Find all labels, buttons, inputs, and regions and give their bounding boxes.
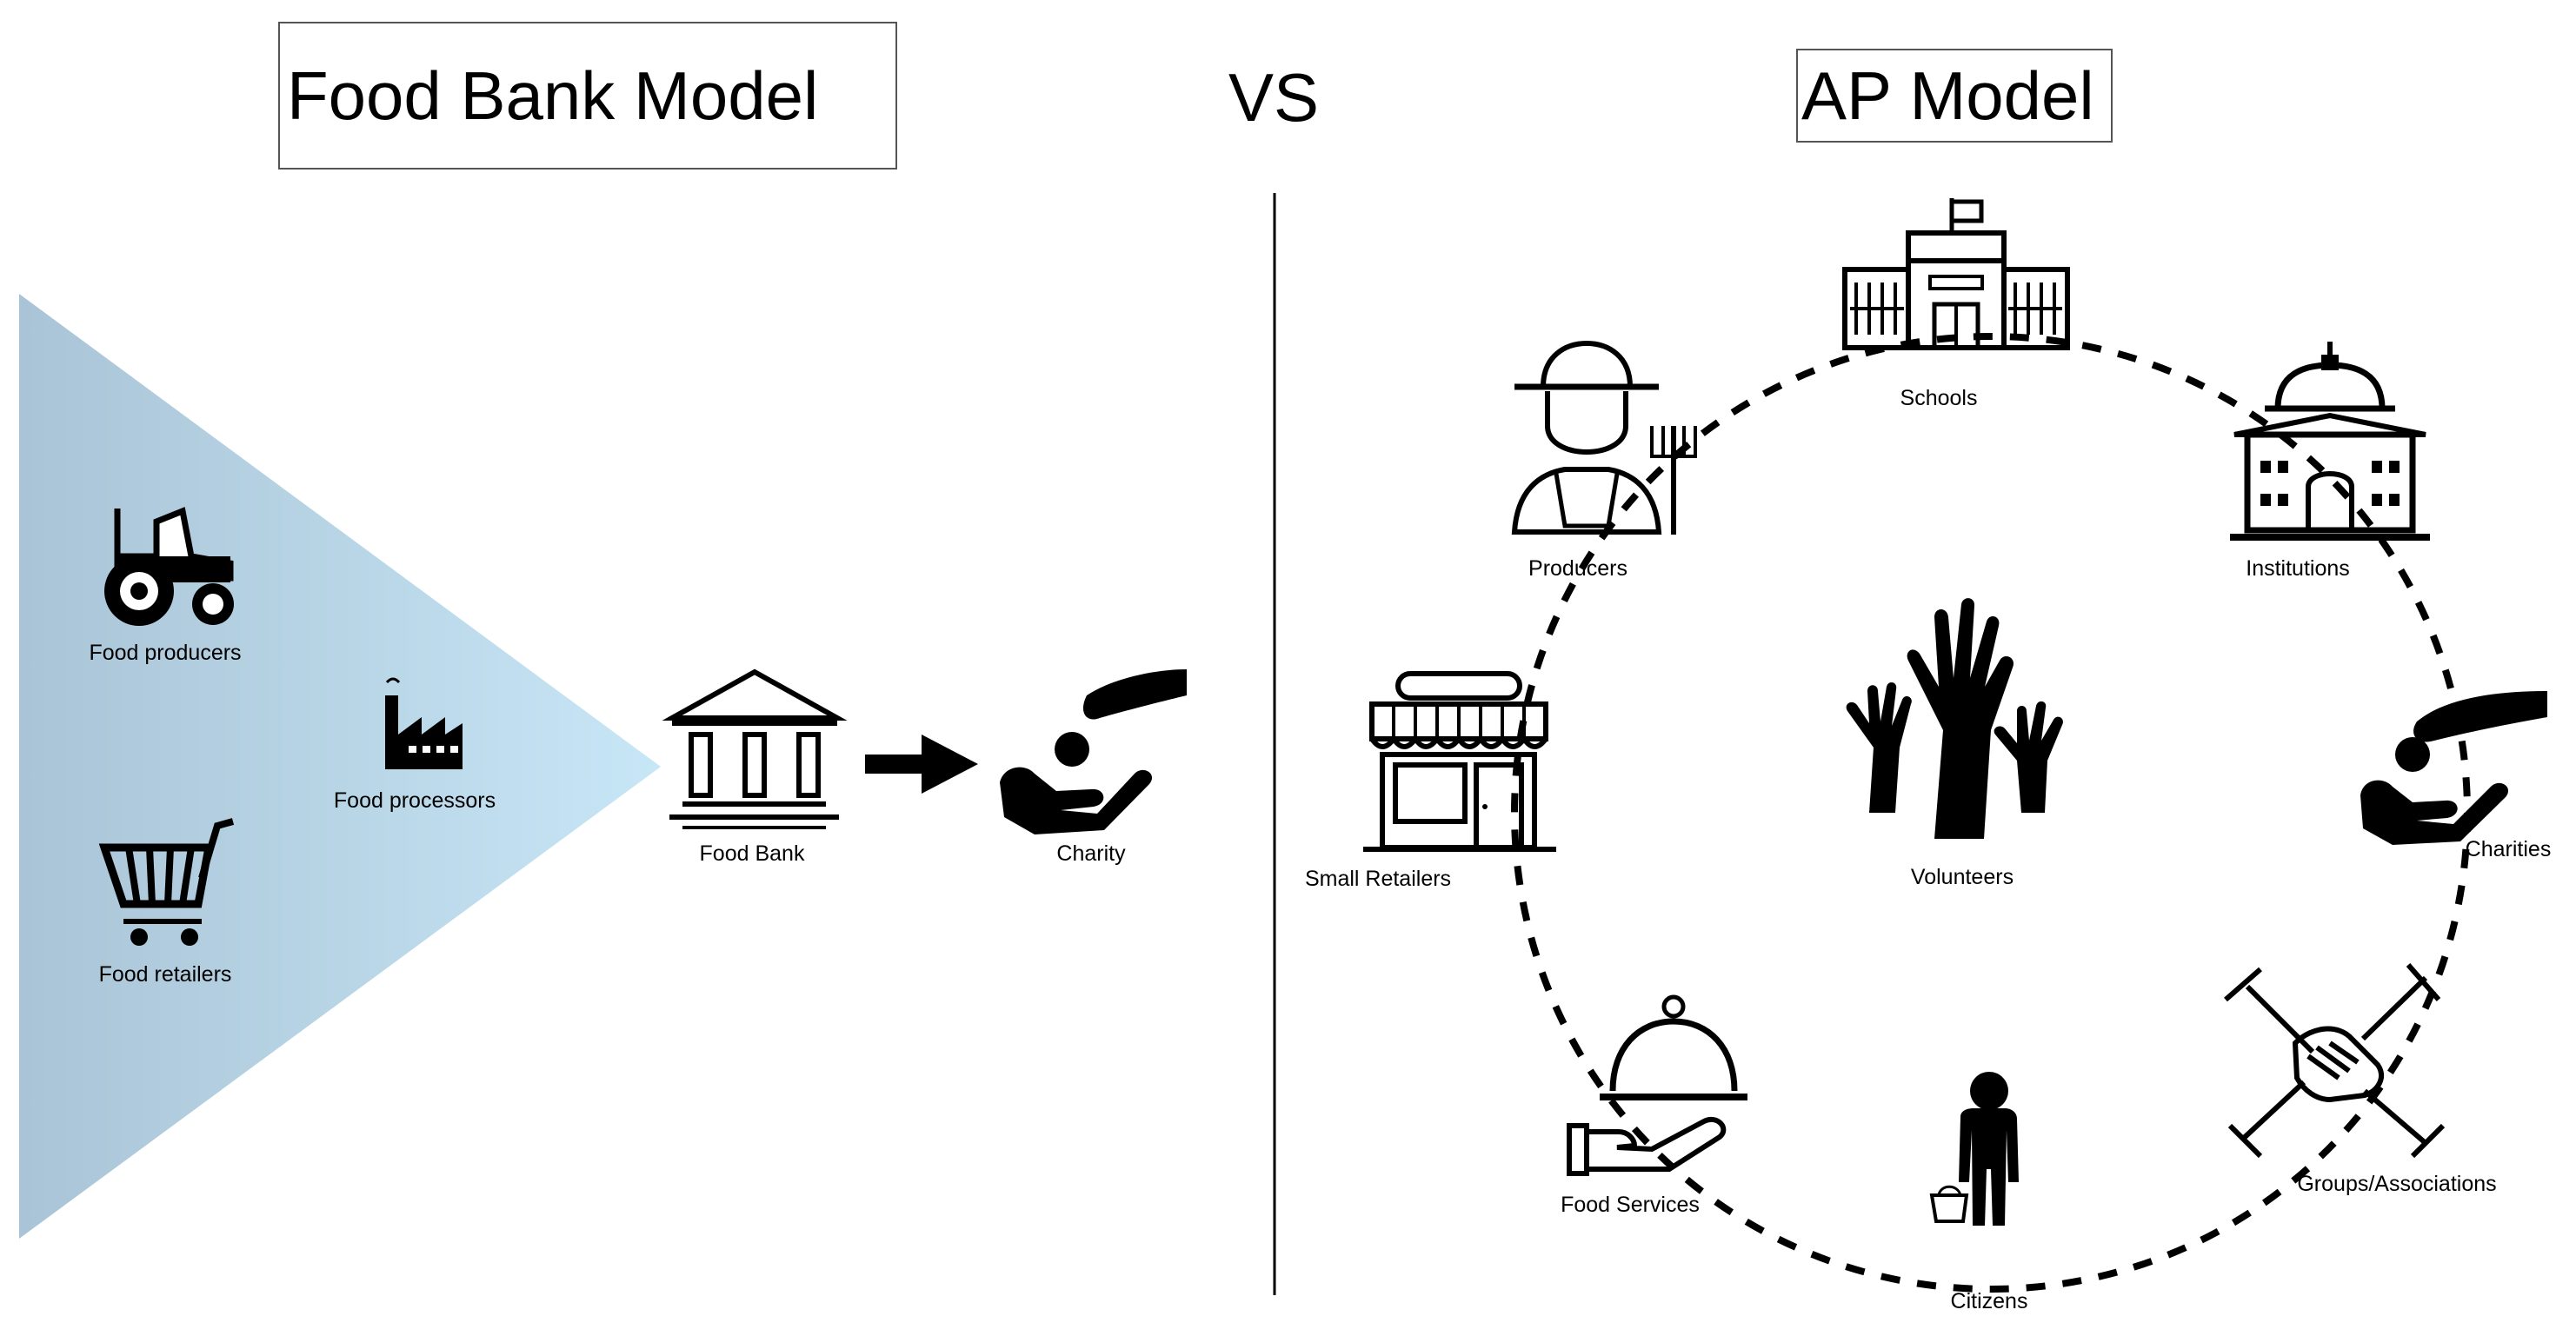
citizens-label: Citizens: [1950, 1289, 2028, 1313]
arrow-right-icon: [865, 735, 978, 794]
schools-label: Schools: [1900, 386, 1978, 410]
raised-hands-icon: [1846, 598, 2063, 839]
food-retailers-label: Food retailers: [98, 962, 232, 987]
capitol-icon: [2230, 342, 2430, 541]
bank-icon: [662, 668, 848, 829]
producers-label: Producers: [1528, 556, 1627, 581]
food-processors-label: Food processors: [333, 788, 496, 813]
food-producers-label: Food producers: [89, 641, 242, 665]
right-title: AP Model: [1801, 57, 2094, 134]
charity-hand-icon: [1000, 669, 1187, 834]
groups-label: Groups/Associations: [2297, 1172, 2497, 1196]
person-icon: [1929, 1072, 2019, 1226]
cloche-icon: [1567, 994, 1747, 1176]
vs-label: VS: [1228, 59, 1320, 136]
source-triangle: [19, 294, 661, 1239]
farmer-icon: [1511, 340, 1697, 535]
factory-icon: [385, 677, 463, 769]
institutions-label: Institutions: [2246, 556, 2350, 581]
left-title: Food Bank Model: [287, 57, 819, 134]
charity-label: Charity: [1056, 841, 1126, 866]
charities-label: Charities: [2465, 837, 2552, 861]
small-retailers-label: Small Retailers: [1304, 867, 1452, 891]
shopping-cart-icon: [98, 818, 235, 946]
left-title-box: Food Bank Model: [278, 22, 897, 170]
tractor-icon: [104, 507, 234, 626]
volunteers-label: Volunteers: [1910, 865, 2014, 889]
storefront-icon: [1363, 671, 1556, 852]
school-icon: [1842, 198, 2070, 350]
joined-hands-icon: [2224, 963, 2446, 1159]
food-bank-label: Food Bank: [699, 841, 805, 866]
charity-hand-icon: [2360, 691, 2547, 845]
right-title-box: AP Model: [1796, 49, 2113, 143]
food-services-label: Food Services: [1561, 1193, 1700, 1217]
